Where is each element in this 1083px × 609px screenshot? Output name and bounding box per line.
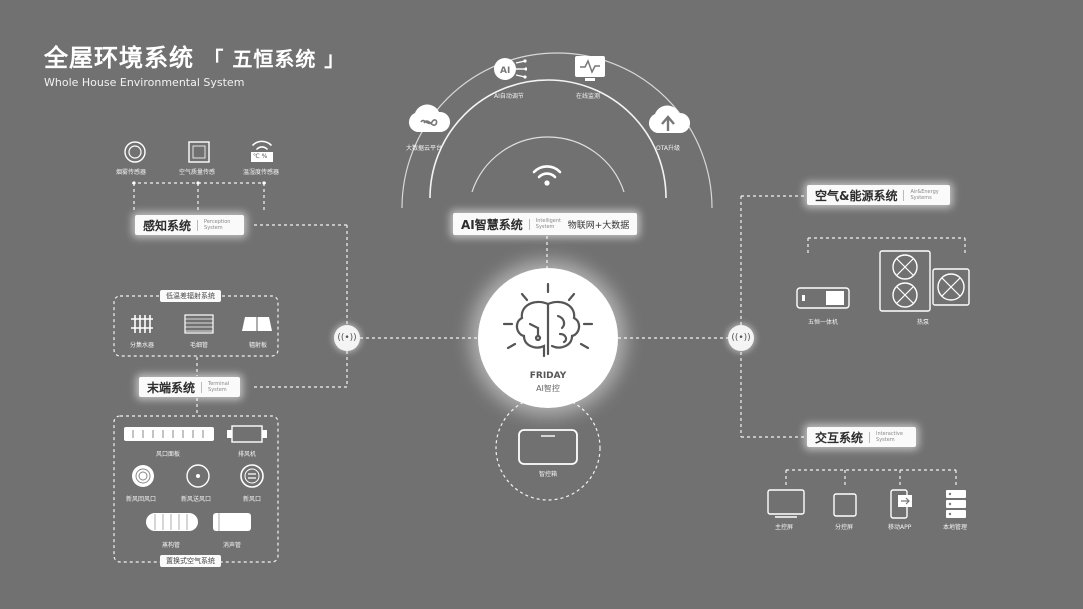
interactive-en: Interactive System — [876, 431, 903, 443]
return-vent-icon — [130, 463, 156, 493]
manifold-label: 分集水器 — [130, 342, 155, 349]
air-quality-label: 空气质量传感 — [179, 169, 216, 176]
ai-system-en: Intelligent System — [535, 218, 561, 230]
local-management-label: 本地管理 — [943, 524, 968, 531]
smoke-sensor-label: 烟雾传感器 — [116, 169, 147, 176]
perception-en: Perception System — [204, 219, 231, 231]
air-energy-title: 空气&能源系统 — [815, 188, 898, 203]
controller-box-icon — [517, 428, 579, 470]
radiant-group-title: 低温差辐射系统 — [160, 290, 221, 302]
air-quality-sensor-icon — [187, 140, 211, 168]
air-energy-system-box: 空气&能源系统 Air&Energy Systems — [807, 185, 951, 205]
brain-icon — [502, 282, 594, 358]
ai-chip-icon: AI — [491, 55, 528, 89]
sub-screen-icon — [833, 493, 857, 523]
interactive-title: 交互系统 — [815, 430, 864, 445]
controller-label: 智控箱 — [539, 471, 558, 478]
ai-system-title: AI智慧系统 — [461, 217, 523, 232]
wireless-signal-icon-left: ((•)) — [334, 325, 360, 351]
server-icon — [945, 489, 967, 523]
capillary-icon — [184, 314, 214, 338]
interactive-system-box: 交互系统 Interactive System — [807, 427, 917, 447]
page-subtitle: Whole House Environmental System — [44, 76, 245, 89]
terminal-title: 末端系统 — [147, 380, 196, 395]
cloud-platform-label: 大数据云平台 — [406, 145, 443, 152]
return-vent-label: 新风回风口 — [126, 496, 157, 503]
online-monitor-label: 在线监测 — [576, 93, 601, 100]
vent-panel-label: 风口面板 — [156, 451, 181, 458]
radiant-panel-label: 辐射板 — [249, 342, 268, 349]
cloud-upload-icon — [645, 104, 691, 140]
ai-system-extra: 物联网+大数据 — [567, 220, 630, 231]
radiant-panel-icon — [241, 315, 273, 337]
ai-system-box: AI智慧系统 Intelligent System 物联网+大数据 — [453, 213, 638, 235]
duct-icon — [145, 512, 199, 536]
ventilation-group-title: 置换式空气系统 — [160, 555, 221, 567]
vent-panel-icon — [123, 426, 215, 446]
fresh-air-label: 新风口 — [243, 496, 262, 503]
temp-humidity-display: ℃ % — [253, 153, 268, 160]
supply-vent-icon — [185, 463, 211, 493]
perception-divider — [197, 219, 199, 231]
sub-screen-label: 分控屏 — [835, 524, 854, 531]
manifold-icon — [128, 313, 156, 339]
terminal-divider — [201, 381, 203, 393]
title-suffix: 「 五恒系统 」 — [203, 47, 346, 71]
terminal-system-box: 末端系统 Terminal System — [139, 377, 241, 397]
temp-humidity-sensor-icon — [249, 137, 275, 169]
ai-adjust-label: AI自动调节 — [494, 93, 524, 100]
silencer-icon — [212, 512, 252, 536]
wifi-icon — [531, 162, 563, 194]
page-title: 全屋环境系统 「 五恒系统 」 — [44, 44, 346, 72]
cloud-infinity-icon — [405, 104, 451, 140]
silencer-label: 消声管 — [223, 542, 242, 549]
all-in-one-label: 五恒一体机 — [808, 319, 839, 326]
friday-ai-hub: FRIDAY AI智控 — [478, 268, 618, 408]
all-in-one-unit-icon — [796, 286, 850, 314]
perception-title: 感知系统 — [143, 218, 192, 233]
interactive-divider — [869, 431, 871, 443]
wireless-signal-icon-right: ((•)) — [728, 325, 754, 351]
heat-pump-icon — [879, 249, 971, 317]
smoke-sensor-icon — [123, 140, 147, 168]
exhaust-fan-icon — [226, 424, 268, 448]
capillary-label: 毛细管 — [190, 342, 209, 349]
main-screen-icon — [767, 489, 805, 523]
monitor-icon — [573, 54, 607, 88]
hub-brand: FRIDAY — [529, 371, 567, 381]
supply-vent-label: 新风送风口 — [181, 496, 212, 503]
fresh-air-icon — [239, 463, 265, 493]
air-energy-divider — [903, 189, 905, 201]
exhaust-fan-label: 排风机 — [238, 451, 257, 458]
air-energy-en: Air&Energy Systems — [910, 189, 939, 201]
duct-label: 蒸构管 — [162, 542, 181, 549]
heat-pump-label: 热泵 — [917, 319, 930, 326]
svg-text:AI: AI — [500, 66, 510, 76]
temp-humidity-label: 温湿度传感器 — [243, 169, 280, 176]
terminal-en: Terminal System — [208, 381, 230, 393]
mobile-app-icon — [888, 489, 914, 523]
ota-label: OTA升级 — [656, 145, 681, 152]
hub-brand-sub: AI智控 — [536, 384, 560, 393]
perception-system-box: 感知系统 Perception System — [135, 215, 245, 235]
mobile-app-label: 移动APP — [888, 524, 912, 531]
main-screen-label: 主控屏 — [775, 524, 794, 531]
ai-system-divider — [528, 218, 530, 230]
